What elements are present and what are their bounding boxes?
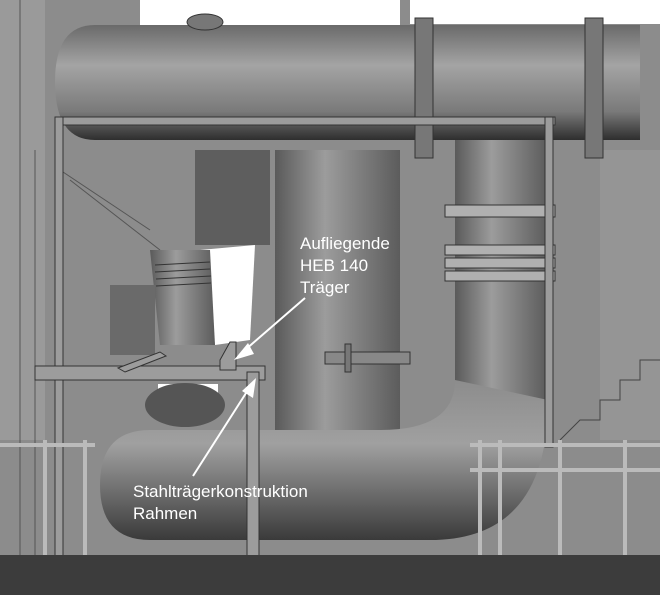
pipe-flange: [414, 17, 434, 159]
arrow-bottom-annotation: [192, 378, 256, 477]
right-stairs: [559, 359, 660, 441]
bottom-pipe-elbow: [100, 380, 548, 540]
arrow-top-annotation: [234, 297, 306, 360]
annotation-heb140-beams: Aufliegende HEB 140 Träger: [300, 233, 390, 299]
annotation-line: Rahmen: [133, 504, 198, 523]
valve-cluster-left: [110, 285, 155, 355]
annotation-line: Stahlträgerkonstruktion: [133, 482, 308, 501]
expansion-joint: [444, 204, 556, 282]
pipe-flange: [584, 17, 604, 159]
annotation-line: Aufliegende: [300, 234, 390, 253]
sky-gap: [410, 0, 660, 24]
top-horizontal-pipe: [55, 25, 640, 140]
left-structure-lines: [19, 0, 161, 580]
bottom-bellows: [145, 383, 225, 427]
middle-vertical-pipe: [275, 150, 400, 440]
right-wall: [600, 150, 660, 440]
left-bellows-pipe: [150, 250, 215, 345]
sky-gap: [140, 0, 400, 28]
annotation-line: Träger: [300, 278, 350, 297]
steel-frame: [34, 116, 556, 588]
sky-gap: [200, 245, 255, 345]
pipe-stub: [324, 351, 411, 365]
valve-cluster: [195, 150, 270, 245]
bellows-ribs: [154, 261, 212, 287]
annotation-line: HEB 140: [300, 256, 369, 275]
ground: [0, 555, 660, 595]
annotation-steel-frame: Stahlträgerkonstruktion Rahmen: [133, 481, 308, 525]
